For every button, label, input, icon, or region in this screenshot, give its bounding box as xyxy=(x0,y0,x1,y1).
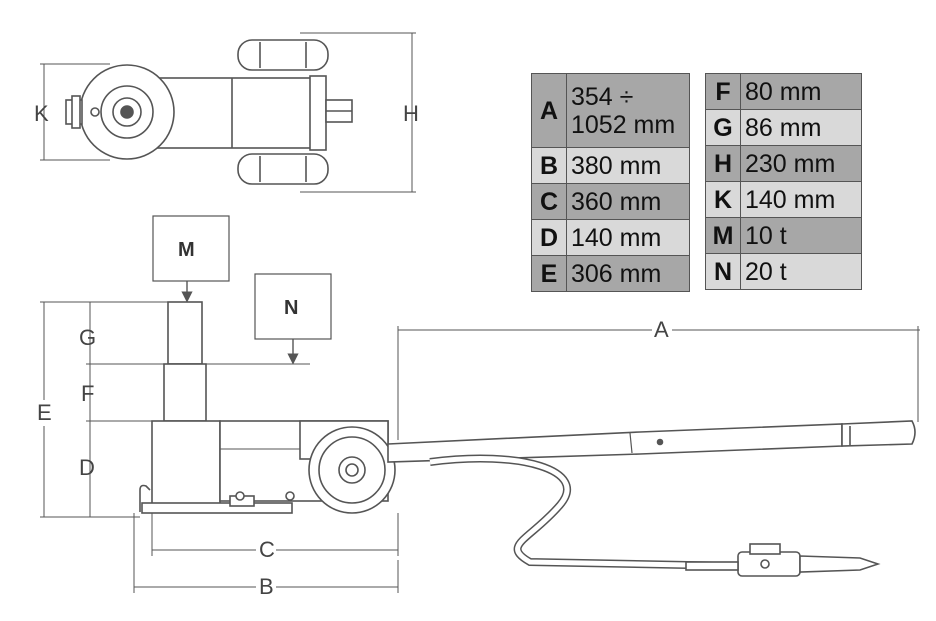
spec-row-h: H 230 mm xyxy=(705,145,862,182)
spec-value-line1: 354 ÷ xyxy=(571,82,634,111)
dim-label-a: A xyxy=(654,317,669,342)
spec-row-a: A 354 ÷1052 mm xyxy=(531,73,690,148)
spec-value: 20 t xyxy=(740,253,862,290)
spec-table-left: A 354 ÷1052 mm B 380 mm C 360 mm D 140 m… xyxy=(531,73,690,292)
spec-value: 10 t xyxy=(740,217,862,254)
spec-row-n: N 20 t xyxy=(705,253,862,290)
spec-row-m: M 10 t xyxy=(705,217,862,254)
spec-row-g: G 86 mm xyxy=(705,109,862,146)
spec-row-d: D 140 mm xyxy=(531,219,690,256)
spec-key: H xyxy=(705,145,741,182)
spec-key: M xyxy=(705,217,741,254)
spec-row-e: E 306 mm xyxy=(531,255,690,292)
top-view xyxy=(40,32,416,193)
spec-value: 230 mm xyxy=(740,145,862,182)
spec-value: 354 ÷1052 mm xyxy=(566,73,690,148)
spec-key: D xyxy=(531,219,567,256)
load-box-m-label: M xyxy=(178,239,195,261)
dim-label-e: E xyxy=(37,400,52,425)
spec-key: B xyxy=(531,147,567,184)
spec-value: 380 mm xyxy=(566,147,690,184)
spec-key: C xyxy=(531,183,567,220)
spec-key: A xyxy=(531,73,567,148)
spec-key: N xyxy=(705,253,741,290)
dim-label-b: B xyxy=(259,574,274,599)
spec-value: 86 mm xyxy=(740,109,862,146)
spec-value-line2: 1052 mm xyxy=(571,110,676,139)
load-box-n-label: N xyxy=(284,297,298,319)
spec-value: 80 mm xyxy=(740,73,862,110)
spec-row-f: F 80 mm xyxy=(705,73,862,110)
spec-value: 140 mm xyxy=(740,181,862,218)
dim-label-f: F xyxy=(81,381,94,406)
dim-label-d: D xyxy=(79,455,95,480)
spec-table-right: F 80 mm G 86 mm H 230 mm K 140 mm M 10 t… xyxy=(705,73,862,290)
spec-row-c: C 360 mm xyxy=(531,183,690,220)
dim-label-g: G xyxy=(79,325,96,350)
spec-value: 306 mm xyxy=(566,255,690,292)
spec-value: 360 mm xyxy=(566,183,690,220)
spec-key: E xyxy=(531,255,567,292)
spec-row-b: B 380 mm xyxy=(531,147,690,184)
spec-key: F xyxy=(705,73,741,110)
spec-key: G xyxy=(705,109,741,146)
spec-value: 140 mm xyxy=(566,219,690,256)
dim-label-c: C xyxy=(259,537,275,562)
side-view xyxy=(40,215,920,593)
spec-row-k: K 140 mm xyxy=(705,181,862,218)
dim-label-h: H xyxy=(403,101,419,126)
spec-key: K xyxy=(705,181,741,218)
dim-label-k: K xyxy=(34,101,49,126)
